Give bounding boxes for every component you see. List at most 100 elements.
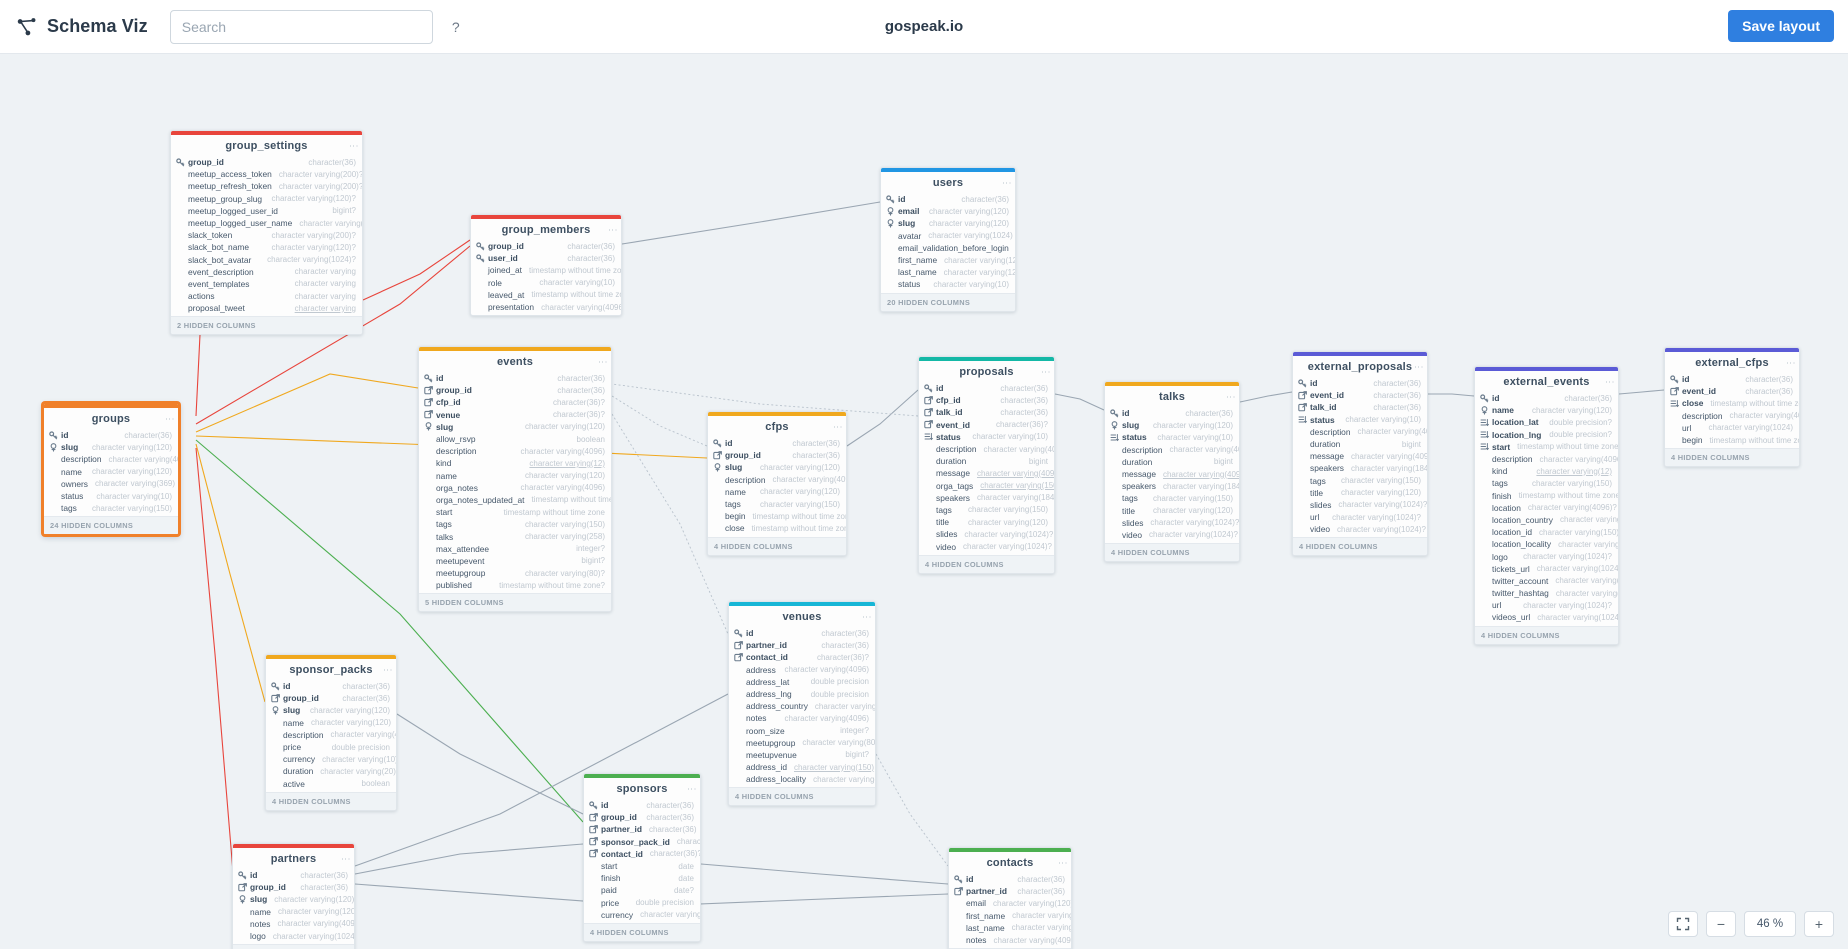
table-header[interactable]: proposals⋮ [919, 361, 1054, 382]
column-row[interactable]: email_validation_before_loginboolean [881, 242, 1015, 254]
table-header[interactable]: cfps⋮ [708, 416, 846, 437]
hidden-columns-row[interactable]: 4 HIDDEN COLUMNS [708, 536, 846, 555]
zoom-in-button[interactable]: + [1804, 911, 1834, 937]
table-menu-icon[interactable]: ⋮ [349, 141, 359, 150]
table-header[interactable]: venues⋮ [729, 606, 875, 627]
hidden-columns-row[interactable]: 24 HIDDEN COLUMNS [44, 516, 178, 535]
table-menu-icon[interactable]: ⋮ [383, 665, 393, 674]
hidden-columns-row[interactable]: 4 HIDDEN COLUMNS [1293, 537, 1427, 556]
table-header[interactable]: external_proposals⋮ [1293, 356, 1427, 377]
zoom-out-button[interactable]: − [1706, 911, 1736, 937]
hidden-columns-row[interactable]: 4 HIDDEN COLUMNS [1475, 625, 1618, 644]
table-menu-icon[interactable]: ⋮ [862, 612, 872, 621]
table-menu-icon[interactable]: ⋮ [1605, 377, 1615, 386]
table-header[interactable]: group_settings⋮ [171, 135, 362, 156]
fit-screen-icon[interactable] [1668, 911, 1698, 937]
table-header[interactable]: partners⋮ [233, 848, 354, 869]
table-menu-icon[interactable]: ⋮ [833, 422, 843, 431]
table-menu-icon[interactable]: ⋮ [1041, 367, 1051, 376]
hidden-columns-row[interactable]: 2 HIDDEN COLUMNS [171, 316, 362, 335]
hidden-columns-row[interactable]: 4 HIDDEN COLUMNS [919, 554, 1054, 573]
save-layout-button[interactable]: Save layout [1728, 10, 1834, 42]
search-input[interactable] [181, 18, 421, 35]
